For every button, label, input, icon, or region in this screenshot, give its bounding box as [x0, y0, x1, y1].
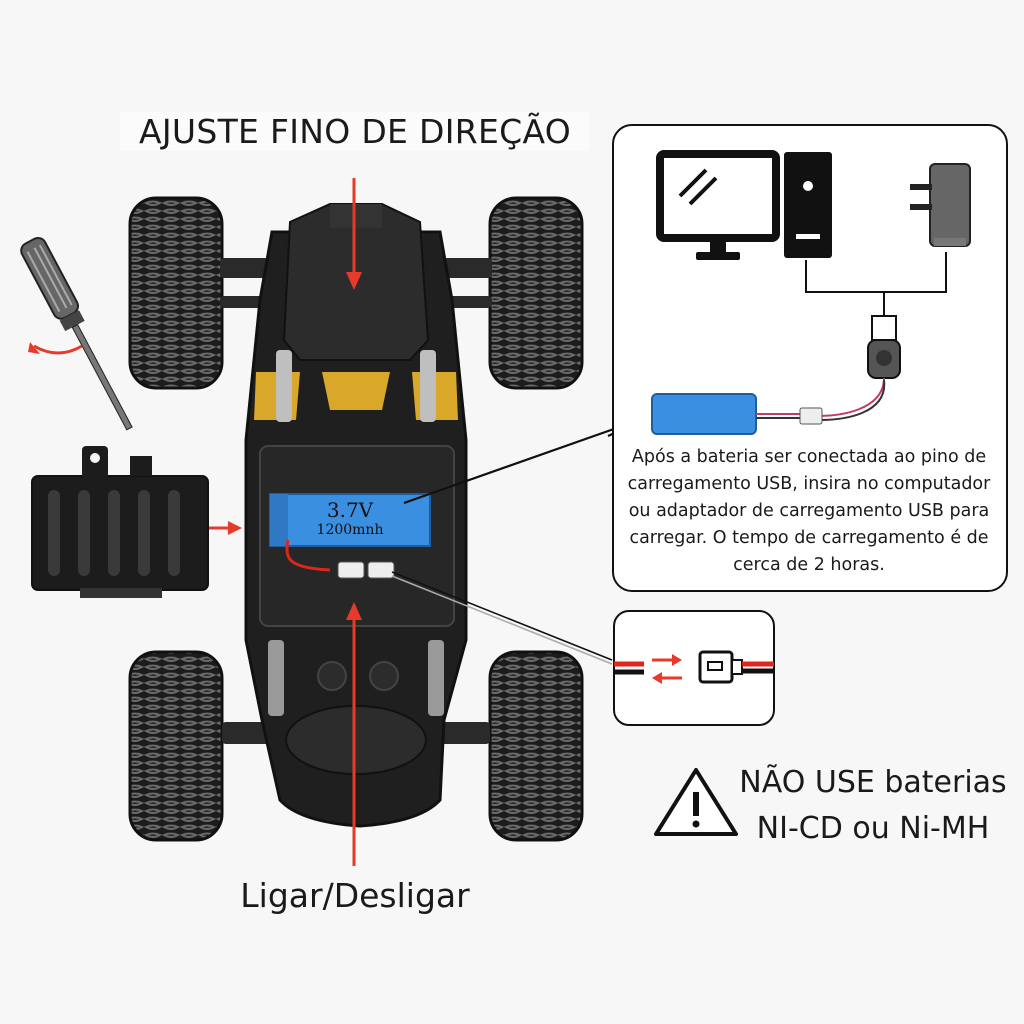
warning-line-2: NI-CD ou Ni-MH: [756, 811, 990, 846]
screwdriver-icon: [20, 236, 133, 431]
warning-line-1: NÃO USE baterias: [739, 765, 1007, 800]
wheel-front-right: [488, 196, 584, 390]
remote-battery-arrow: [208, 521, 242, 535]
power-switch-arrow: [346, 602, 362, 866]
battery-capacity-label: 1200mnh: [316, 522, 384, 538]
wheel-front-left: [128, 196, 224, 390]
charging-instructions: Após a bateria ser conectada ao pino de …: [627, 447, 991, 575]
wheel-rear-left: [128, 650, 224, 842]
steering-trim-arrow: [346, 178, 362, 290]
connector-detail-panel: [613, 610, 775, 726]
chassis: [244, 203, 468, 828]
battery-pack: [269, 493, 431, 579]
transmitter-battery-box: [31, 446, 209, 598]
power-switch-label: Ligar/Desligar: [240, 876, 470, 915]
battery-voltage-label: 3.7V: [326, 498, 374, 522]
battery-warning: NÃO USE baterias NI-CD ou Ni-MH: [738, 760, 1008, 852]
wheel-rear-right: [488, 650, 584, 842]
steering-trim-label: AJUSTE FINO DE DIREÇÃO: [120, 112, 590, 151]
